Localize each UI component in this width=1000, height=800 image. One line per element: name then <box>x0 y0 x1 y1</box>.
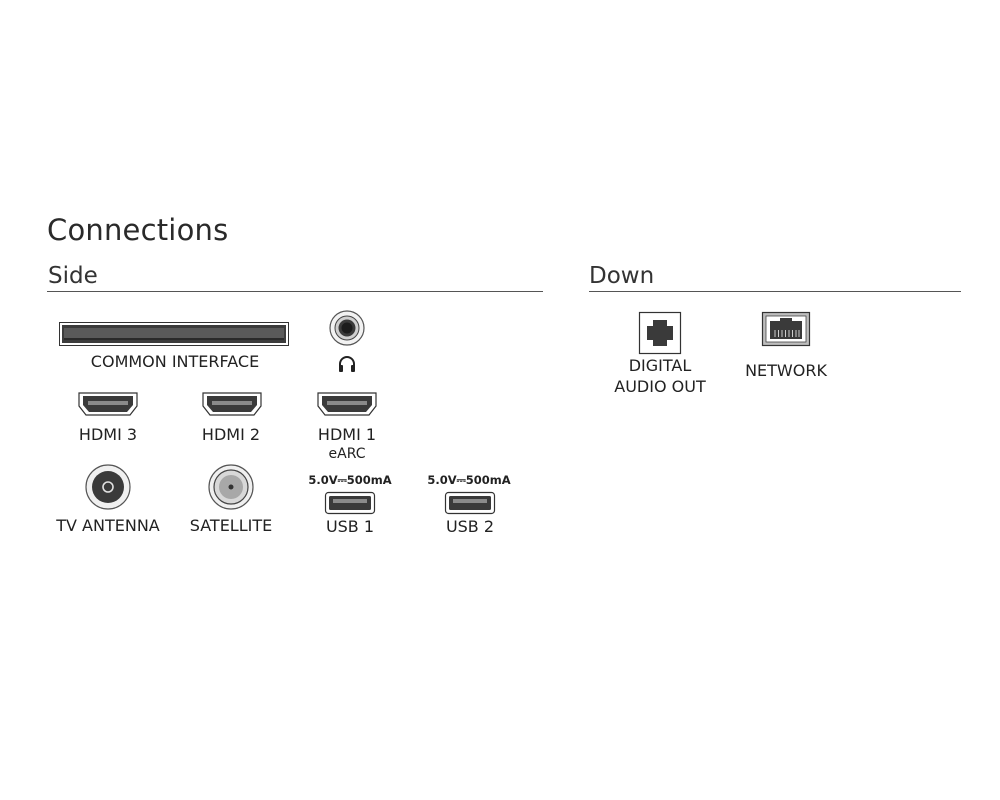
digital-audio-out-label-line1: DIGITAL <box>628 356 692 375</box>
hdmi-3-label: HDMI 3 <box>78 425 138 444</box>
usb-2-spec: 5.0V⎓500mA <box>427 473 511 487</box>
network-label: NETWORK <box>745 361 827 380</box>
hdmi-1-label: HDMI 1 <box>317 425 377 444</box>
usb-2-label: USB 2 <box>445 517 495 536</box>
hdmi-2-label: HDMI 2 <box>201 425 261 444</box>
antenna-port-icon <box>85 464 131 510</box>
section-divider-down <box>589 291 961 292</box>
hdmi-2-port-icon <box>202 392 262 416</box>
satellite-port-icon <box>208 464 254 510</box>
usb-2-port-icon <box>444 491 496 515</box>
section-title-side: Side <box>48 263 98 289</box>
ethernet-port-icon <box>761 311 811 347</box>
hdmi-1-earc-label: eARC <box>328 446 366 462</box>
page-title: Connections <box>47 213 229 247</box>
section-title-down: Down <box>589 263 655 289</box>
digital-audio-out-label-line2: AUDIO OUT <box>614 377 706 396</box>
usb-1-spec: 5.0V⎓500mA <box>308 473 392 487</box>
usb-1-label: USB 1 <box>325 517 375 536</box>
hdmi-1-port-icon <box>317 392 377 416</box>
headphone-jack-icon <box>329 310 365 346</box>
optical-port-icon <box>638 311 682 355</box>
section-divider-side <box>47 291 543 292</box>
ci-slot-icon <box>59 322 289 346</box>
headphones-icon <box>337 354 357 374</box>
tv-antenna-label: TV ANTENNA <box>56 516 160 535</box>
usb-1-port-icon <box>324 491 376 515</box>
hdmi-3-port-icon <box>78 392 138 416</box>
common-interface-label: COMMON INTERFACE <box>90 352 260 371</box>
satellite-label: SATELLITE <box>189 516 273 535</box>
